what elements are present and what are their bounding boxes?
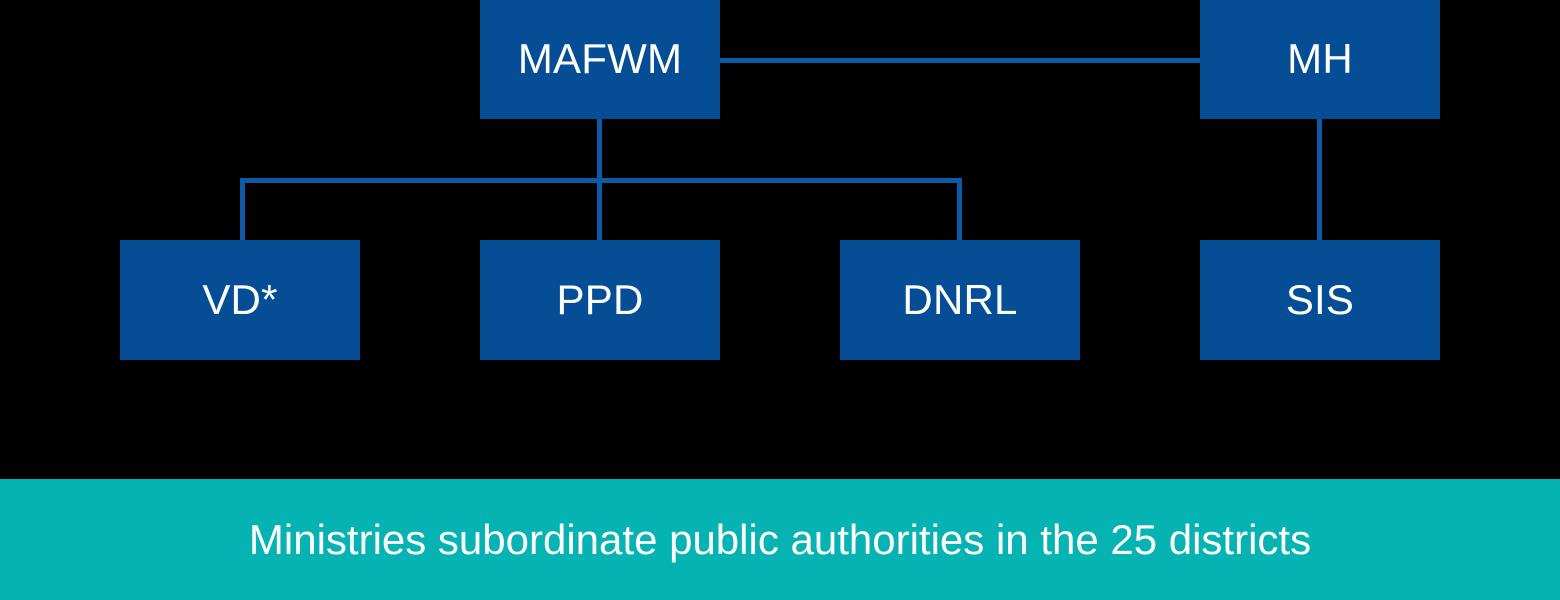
node-vd[interactable]: VD* [120, 240, 360, 360]
node-sis-label: SIS [1285, 276, 1355, 323]
districts-banner: Ministries subordinate public authoritie… [0, 479, 1560, 600]
node-mafwm-label: MAFWM [517, 35, 683, 82]
node-vd-label: VD* [202, 276, 278, 323]
districts-banner-label: Ministries subordinate public authoritie… [248, 515, 1312, 563]
node-ppd[interactable]: PPD [480, 240, 720, 360]
node-sis[interactable]: SIS [1200, 240, 1440, 360]
node-dnrl[interactable]: DNRL [840, 240, 1080, 360]
connector-mafwm-to-mh [720, 58, 1201, 63]
node-mh[interactable]: MH [1200, 0, 1440, 119]
connector-mafwm-stem [597, 119, 602, 183]
connector-drop-to-ppd [597, 178, 602, 242]
node-mafwm[interactable]: MAFWM [480, 0, 720, 119]
node-dnrl-label: DNRL [902, 276, 1018, 323]
connector-mh-to-sis [1317, 119, 1322, 242]
node-mh-label: MH [1287, 35, 1353, 82]
node-ppd-label: PPD [556, 276, 644, 323]
connector-drop-to-dnrl [957, 178, 962, 242]
connector-drop-to-vd [240, 178, 245, 242]
